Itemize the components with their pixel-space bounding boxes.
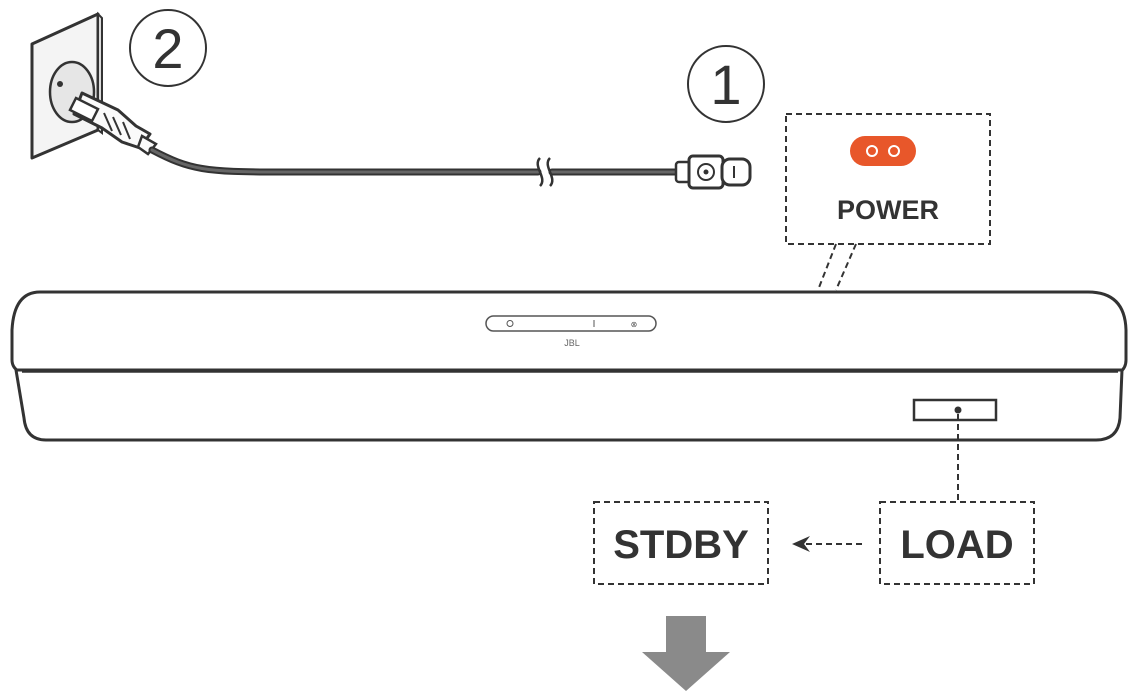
load-callout: LOAD — [880, 502, 1034, 584]
arrow-down-icon — [642, 616, 730, 691]
source-button-icon: ⊗ — [631, 320, 638, 329]
load-label: LOAD — [900, 523, 1013, 567]
wall-socket-icon — [32, 14, 102, 158]
stdby-label: STDBY — [613, 523, 749, 567]
brand-logo: JBL — [564, 338, 580, 348]
arrow-left-icon — [792, 536, 862, 552]
display-indicator — [955, 407, 962, 414]
step-2-badge: 2 — [130, 10, 206, 86]
power-port-icon — [850, 136, 916, 166]
stdby-callout: STDBY — [594, 502, 768, 584]
power-cable-connector-icon — [676, 156, 750, 188]
power-cable — [152, 150, 680, 186]
power-callout: POWER — [786, 114, 990, 290]
power-label: POWER — [837, 195, 939, 225]
step-2-number: 2 — [152, 17, 183, 80]
step-1-number: 1 — [710, 53, 741, 116]
step-1-badge: 1 — [688, 46, 764, 122]
